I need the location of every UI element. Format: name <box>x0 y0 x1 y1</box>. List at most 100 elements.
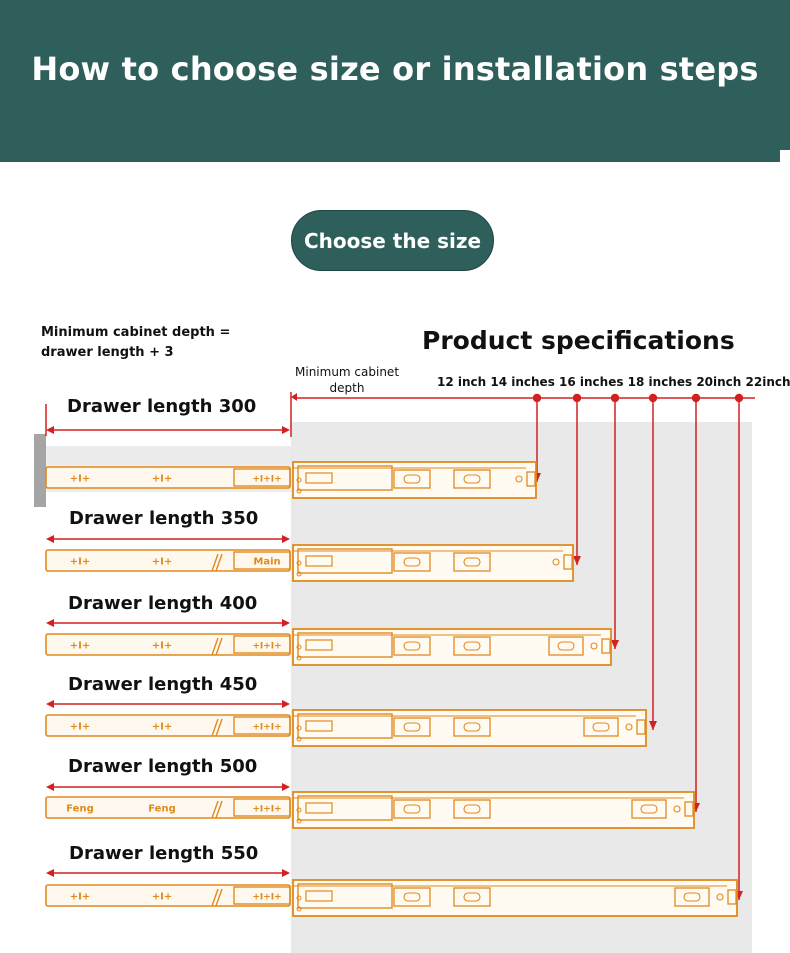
rail-screw-hole <box>296 571 302 577</box>
cabinet-rail <box>292 879 738 917</box>
mounting-slot-hole <box>403 892 421 902</box>
length-arrowhead-right <box>282 426 290 434</box>
drawer-mark-2: +I+ <box>152 557 172 568</box>
drawer-end-box <box>233 468 291 487</box>
header-banner: How to choose size or installation steps <box>0 0 790 162</box>
formula-line2: drawer length + 3 <box>41 345 174 360</box>
rail-end-hole <box>515 475 523 483</box>
rail-screw-hole <box>296 644 302 650</box>
rear-slot-hole <box>557 641 575 651</box>
drawer-mark-2: Feng <box>148 804 176 815</box>
product-spec-title: Product specifications <box>422 326 735 355</box>
break-mark <box>211 718 223 737</box>
drawer-mark-3: +I+I+ <box>252 642 281 652</box>
mounting-slot-hole <box>463 641 481 651</box>
length-arrowhead-right <box>282 619 290 627</box>
cabinet-depth-arrowhead <box>291 393 297 401</box>
length-arrowhead-left <box>46 426 54 434</box>
length-arrowhead-right <box>282 783 290 791</box>
drawer-mark-2: +I+ <box>152 641 172 652</box>
rail-end-cap <box>727 889 737 905</box>
drawer-end-box <box>233 716 291 735</box>
drawer-mark-3: Main <box>253 557 280 568</box>
rail-latch <box>305 890 333 902</box>
mounting-slot-1 <box>393 717 431 737</box>
rail-end-hole <box>590 642 598 650</box>
rail-screw-hole <box>296 488 302 494</box>
length-arrowhead-right <box>282 535 290 543</box>
slide-row-2: +I+ +I+ Main <box>45 535 574 582</box>
choose-size-button[interactable]: Choose the size <box>291 210 494 271</box>
rail-screw-hole <box>296 655 302 661</box>
rail-end-cap <box>684 801 694 817</box>
size-arrowhead-2 <box>573 556 581 565</box>
slide-row-6: +I++I++I+I+ <box>45 869 738 917</box>
drawer-mark-3: +I+I+ <box>252 723 281 733</box>
rail-latch <box>305 802 333 814</box>
drawer-mark-1: +I+ <box>70 557 90 568</box>
mounting-slot-hole <box>463 804 481 814</box>
rail-screw-hole <box>296 736 302 742</box>
drawer-length-label-450: Drawer length 450 <box>68 674 258 695</box>
rail-screw-hole <box>296 725 302 731</box>
drawer-mark-3: +I+I+ <box>252 475 281 485</box>
mounting-slot-hole <box>403 557 421 567</box>
break-mark <box>211 800 223 819</box>
rear-slot-hole <box>640 804 658 814</box>
rail-screw-hole <box>296 477 302 483</box>
rail-end-hole <box>716 893 724 901</box>
mounting-slot-2 <box>453 636 491 656</box>
mounting-slot-hole <box>463 892 481 902</box>
cabinet-area <box>291 422 752 953</box>
rail-end-cap <box>601 638 611 654</box>
rear-slot <box>674 887 710 907</box>
cabinet-rail <box>292 544 574 582</box>
rail-screw-hole <box>296 560 302 566</box>
rear-slot <box>548 636 584 656</box>
mounting-slot-hole <box>403 804 421 814</box>
size-arrowhead-3 <box>611 640 619 649</box>
break-mark <box>211 637 223 656</box>
length-arrowhead-left <box>46 619 54 627</box>
rail-end-cap <box>636 719 646 735</box>
rail-end-hole <box>673 805 681 813</box>
cabinet-depth-label: Minimum cabinet depth <box>295 364 399 396</box>
drawer-length-label-300: Drawer length 300 <box>67 396 257 417</box>
slide-row-4: +I++I++I+I+ <box>45 700 647 747</box>
mounting-slot-1 <box>393 469 431 489</box>
mounting-slot-2 <box>453 552 491 572</box>
drawer-mark-2: +I+ <box>152 474 172 485</box>
mounting-slot-hole <box>403 474 421 484</box>
rail-screw-hole <box>296 906 302 912</box>
drawer-mark-1: +I+ <box>70 641 90 652</box>
length-arrowhead-right <box>282 700 290 708</box>
rear-slot <box>583 717 619 737</box>
mounting-slot-2 <box>453 717 491 737</box>
drawer-mark-1: +I+ <box>70 892 90 903</box>
rail-screw-hole <box>296 895 302 901</box>
mounting-slot-2 <box>453 887 491 907</box>
mounting-slot-hole <box>463 722 481 732</box>
rear-slot-hole <box>683 892 701 902</box>
mounting-slot-2 <box>453 799 491 819</box>
mounting-slot-1 <box>393 636 431 656</box>
rear-slot <box>631 799 667 819</box>
break-mark <box>211 553 223 572</box>
rail-latch <box>305 555 333 567</box>
drawer-mark-1: +I+ <box>70 474 90 485</box>
rail-end-hole <box>625 723 633 731</box>
mounting-slot-1 <box>393 887 431 907</box>
size-list: 12 inch 14 inches 16 inches 18 inches 20… <box>437 375 790 389</box>
drawer-mark-3: +I+I+ <box>252 805 281 815</box>
mounting-slot-1 <box>393 799 431 819</box>
rail-latch <box>305 720 333 732</box>
drawer-mark-1: +I+ <box>70 722 90 733</box>
formula-text: Minimum cabinet depth = drawer length + … <box>41 323 230 363</box>
drawer-length-label-550: Drawer length 550 <box>69 843 259 864</box>
length-arrowhead-left <box>46 869 54 877</box>
cabinet-rail <box>292 628 612 666</box>
formula-line1: Minimum cabinet depth = <box>41 325 231 340</box>
drawer-mark-3: +I+I+ <box>252 893 281 903</box>
cabinet-wall <box>34 434 46 507</box>
